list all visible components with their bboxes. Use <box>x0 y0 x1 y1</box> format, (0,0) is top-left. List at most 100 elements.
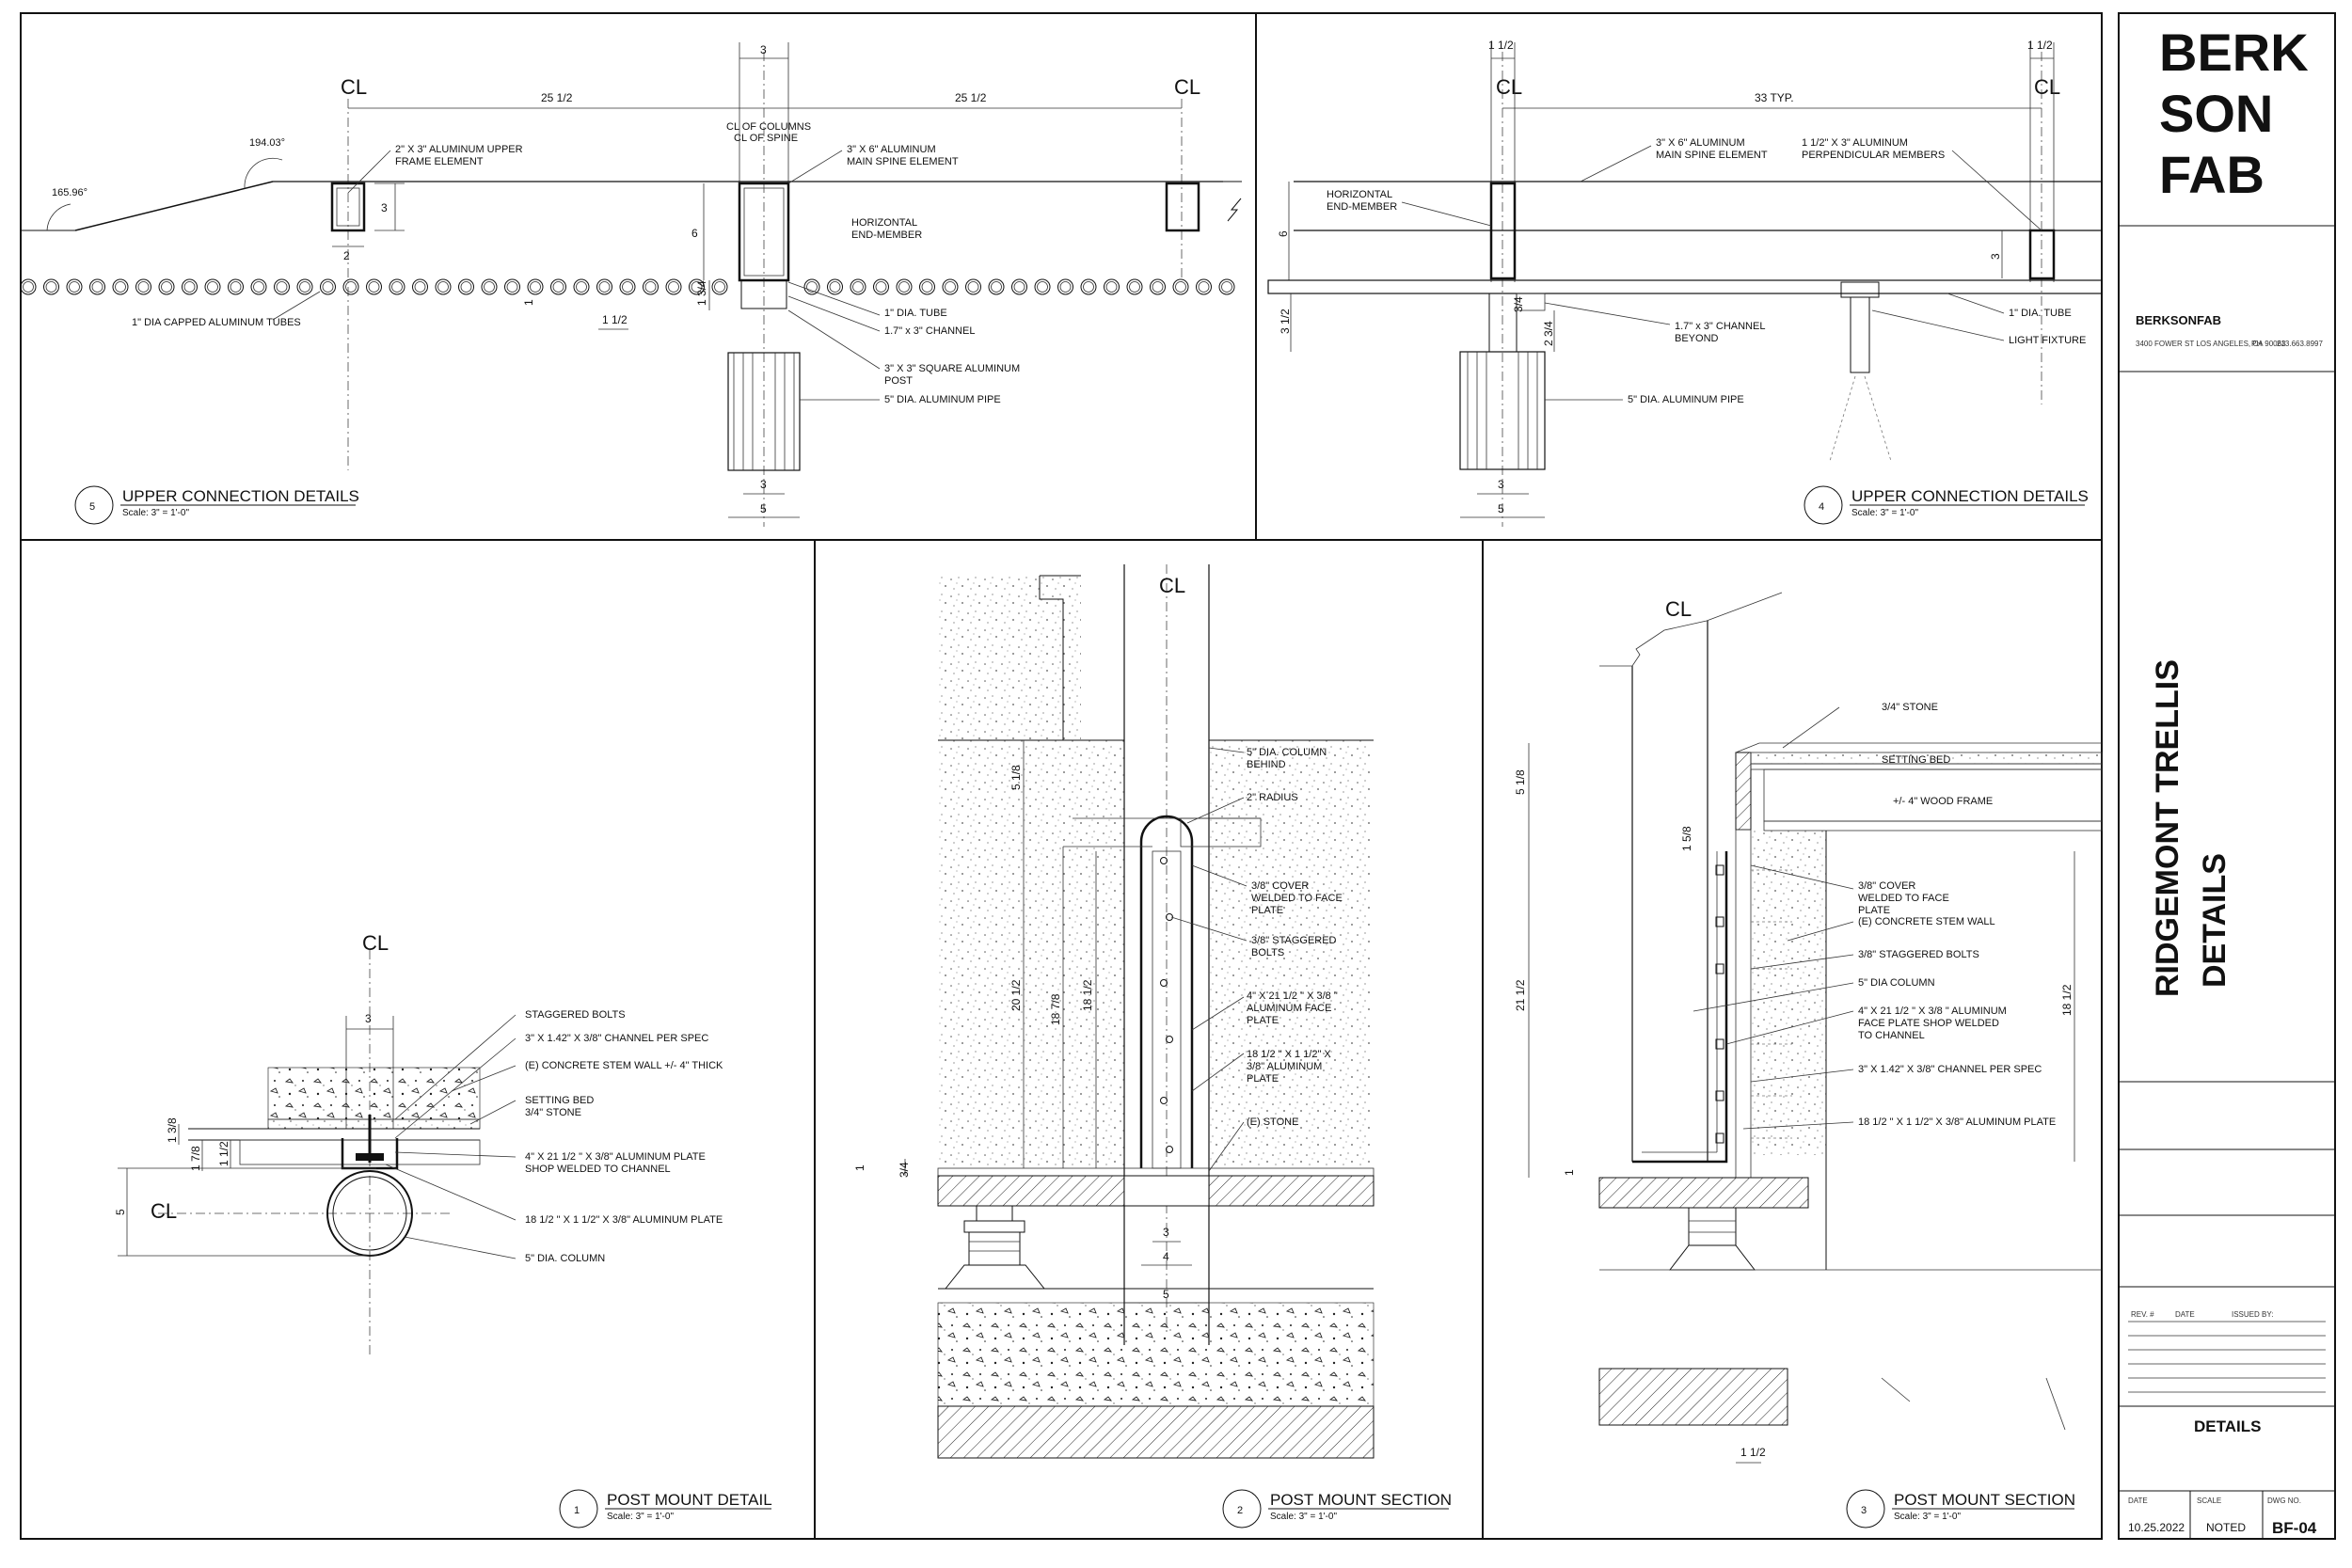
tube-section <box>66 278 83 295</box>
dim-5-bottom: 5 <box>760 502 767 515</box>
tube-section <box>552 281 564 293</box>
tube-section <box>89 278 105 295</box>
company-name: BERKSONFAB <box>2136 313 2221 327</box>
tube-section <box>829 281 841 293</box>
label-horizontal: HORIZONTAL <box>851 217 917 229</box>
tube-section <box>850 278 866 295</box>
bolt <box>1166 913 1173 921</box>
tube-section <box>806 281 818 293</box>
tube-section <box>689 278 705 295</box>
svg-text:BERK: BERK <box>2159 23 2309 82</box>
tube-section <box>481 278 498 295</box>
tube-section <box>550 278 566 295</box>
dim-18-1-2: 18 1/2 <box>1081 979 1094 1011</box>
dim-3: 3 <box>365 1012 372 1025</box>
dwg-label: DWG NO. <box>2267 1497 2301 1505</box>
tube-section <box>137 281 150 293</box>
label-bolts: STAGGERED BOLTS <box>525 1009 626 1021</box>
tube-section <box>158 278 175 295</box>
scale-label: SCALE <box>2197 1497 2221 1505</box>
detail-bubble <box>1804 485 1843 525</box>
dim-1-1-2: 1 1/2 <box>1488 39 1514 52</box>
angle-label: 194.03° <box>249 137 285 149</box>
tube-section <box>182 278 198 295</box>
tube-section <box>1013 281 1025 293</box>
date-value: 10.25.2022 <box>2128 1521 2185 1534</box>
tube-section <box>942 278 959 295</box>
label-bolts: 3/8" STAGGERED <box>1251 935 1337 946</box>
tube-section <box>898 281 910 293</box>
label-bolts: 3/8" STAGGERED BOLTS <box>1858 949 1979 960</box>
label-perp: PERPENDICULAR MEMBERS <box>1802 150 1945 161</box>
label-column: 5" DIA COLUMN <box>1858 977 1935 989</box>
aluminum-tubes-row <box>20 278 1235 295</box>
dim-1-1-2: 1 1/2 <box>1740 1446 1766 1459</box>
tube-section <box>852 281 864 293</box>
tube-section <box>506 281 518 293</box>
tube-section <box>1057 278 1073 295</box>
project-title: DETAILS <box>2197 853 2233 988</box>
centerline-symbol: CL <box>1496 75 1522 99</box>
label-stone: 3/4" STONE <box>525 1107 581 1118</box>
scale-note: Scale: 3" = 1'-0" <box>1270 1512 1337 1522</box>
tube-section <box>527 278 544 295</box>
bolt <box>1166 1036 1173 1043</box>
tube-section <box>598 281 611 293</box>
tube-section <box>274 278 290 295</box>
tube-section <box>691 281 703 293</box>
tube-section <box>1105 281 1118 293</box>
label-cover: 3/8" COVER <box>1858 880 1915 892</box>
tube-section <box>1198 281 1210 293</box>
label-alplate: 18 1/2 " X 1 1/2" X <box>1247 1049 1331 1060</box>
dim-1-5-8: 1 5/8 <box>1680 826 1693 851</box>
label-column: 5" DIA. COLUMN <box>525 1253 605 1264</box>
label-cl-columns: CL OF COLUMNS <box>726 121 811 133</box>
label-channel: 3" X 1.42" X 3/8" CHANNEL PER SPEC <box>1858 1064 2042 1075</box>
tube-section <box>207 281 218 293</box>
dim-3: 3 <box>381 201 388 214</box>
dim-3-top: 3 <box>760 43 767 56</box>
detail-number: 5 <box>89 501 95 513</box>
date-label: DATE <box>2128 1497 2148 1505</box>
dim-1-1-2: 1 1/2 <box>2027 39 2053 52</box>
tube-section <box>1221 281 1232 293</box>
company-address: 3400 FOWER ST LOS ANGELES, CA 90063 <box>2136 340 2286 348</box>
tube-section <box>69 281 80 293</box>
label-plate: SHOP WELDED TO CHANNEL <box>525 1164 671 1175</box>
dim-1: 1 <box>522 299 535 306</box>
scale-value: NOTED <box>2206 1521 2246 1534</box>
dim-4: 4 <box>1163 1250 1169 1263</box>
tube-section <box>391 281 403 293</box>
dim-2: 2 <box>343 249 350 262</box>
tube-section <box>1175 281 1186 293</box>
label-setting: SETTING BED <box>1882 754 1950 766</box>
tube-section <box>714 281 725 293</box>
tube-section <box>619 278 636 295</box>
tube-section <box>1104 278 1120 295</box>
tube-section <box>135 278 151 295</box>
staggered-bolts <box>1160 857 1173 1153</box>
label-stem: (E) CONCRETE STEM WALL <box>1858 916 1995 927</box>
label-horizontal: END-MEMBER <box>851 230 922 241</box>
dim-6: 6 <box>1277 230 1290 237</box>
tube-section <box>1126 278 1143 295</box>
centerline-symbol: CL <box>1665 597 1692 621</box>
label-light: LIGHT FIXTURE <box>2009 335 2086 346</box>
centerline-symbol: CL <box>1159 574 1185 597</box>
label-tube: 1" DIA. TUBE <box>2009 308 2072 319</box>
label-stem: (E) CONCRETE STEM WALL +/- 4" THICK <box>525 1060 723 1071</box>
tube-section <box>921 281 933 293</box>
angle-label: 165.96° <box>52 187 87 198</box>
label-cover: PLATE <box>1858 905 1890 916</box>
tube-section <box>414 281 426 293</box>
centerline-symbol: CL <box>341 75 367 99</box>
label-pipe: 5" DIA. ALUMINUM PIPE <box>884 394 1001 405</box>
tube-section <box>875 281 887 293</box>
detail-number: 1 <box>574 1505 580 1516</box>
label-alplate: 3/8" ALUMINUM <box>1247 1061 1322 1072</box>
tube-section <box>183 281 196 293</box>
tube-section <box>484 281 495 293</box>
label-perp: 1 1/2" X 3" ALUMINUM <box>1802 137 1908 149</box>
dim-5-1-8: 5 1/8 <box>1514 769 1527 795</box>
